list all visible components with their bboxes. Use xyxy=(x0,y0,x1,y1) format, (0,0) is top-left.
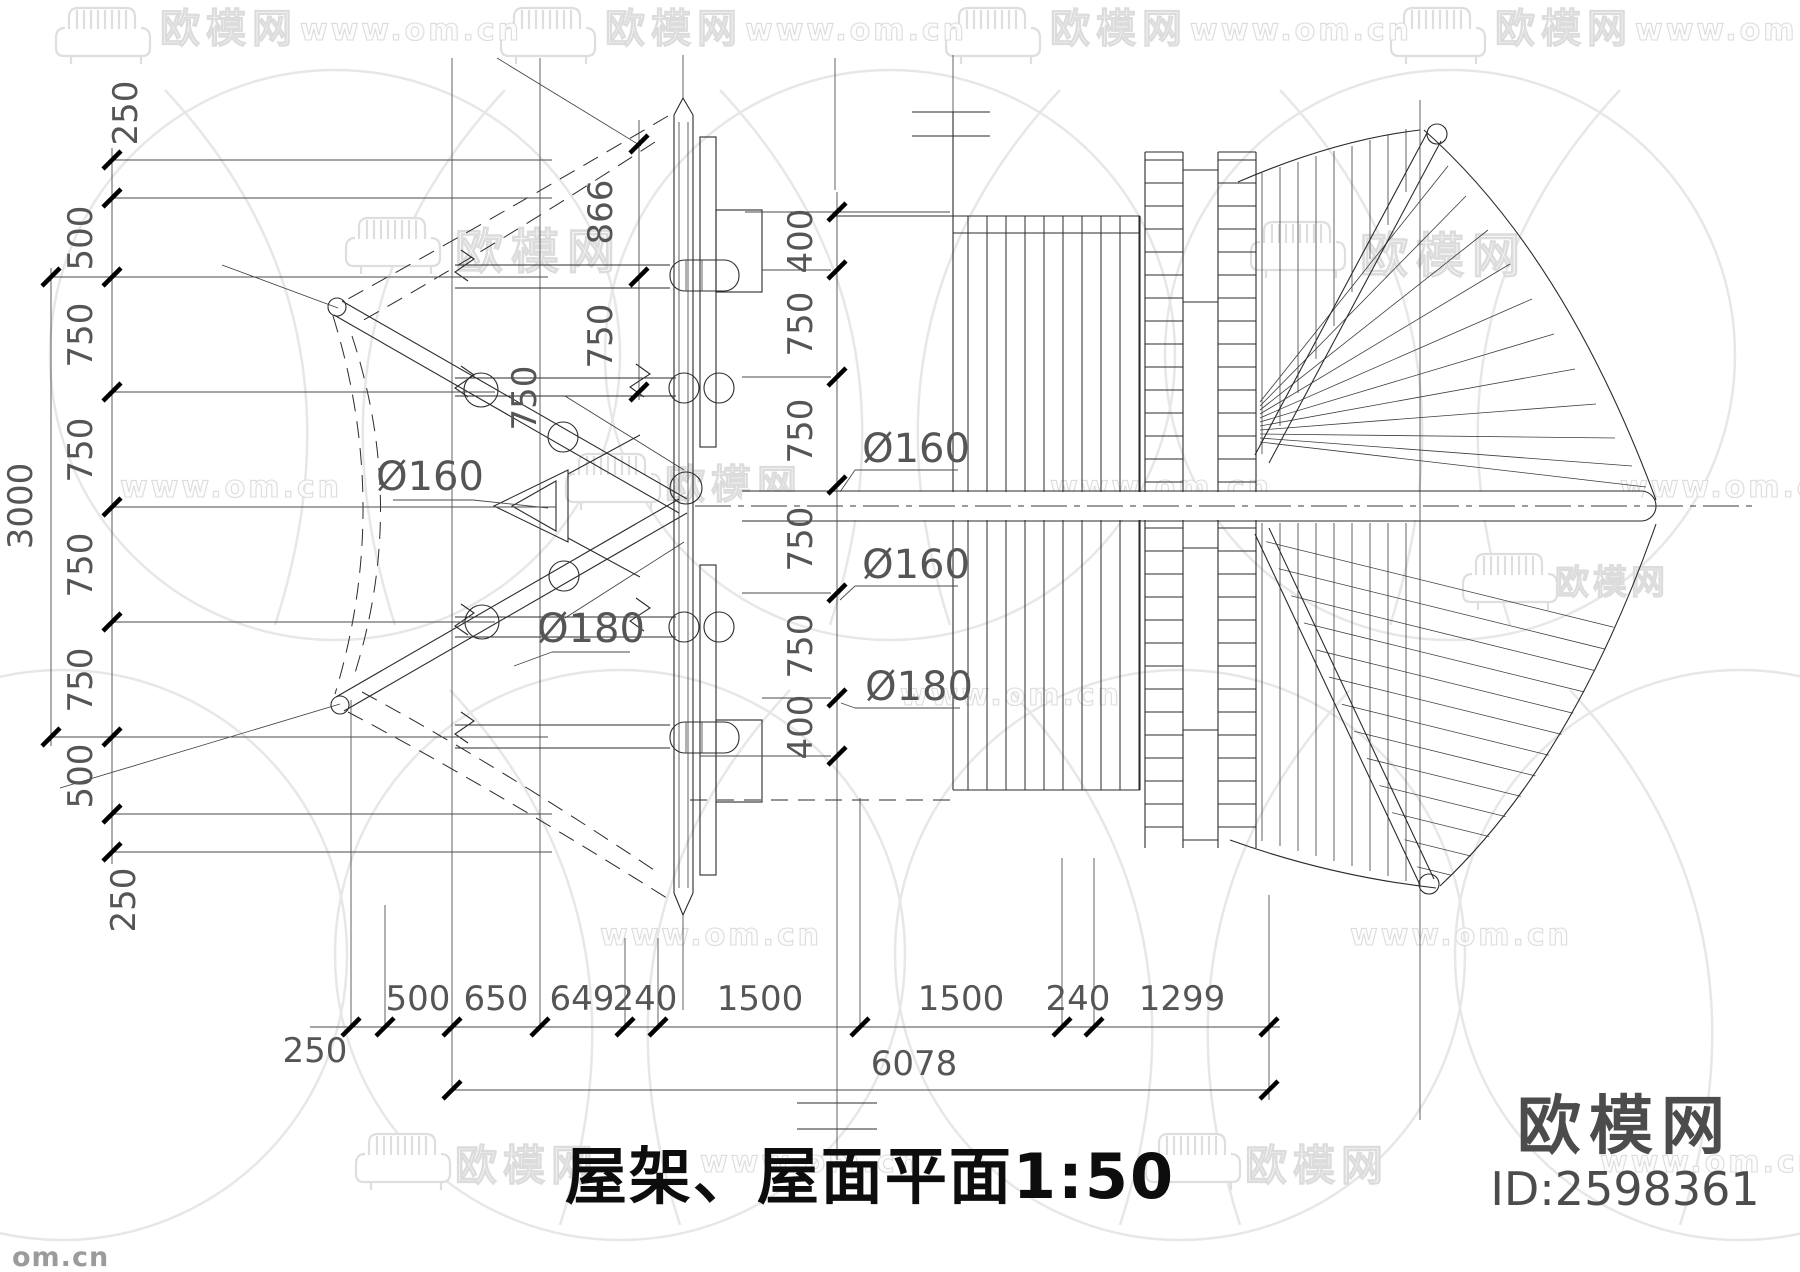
dim-label: 750 xyxy=(781,507,821,572)
url-watermark: www.om.cn xyxy=(700,1145,922,1180)
dim-label: 1500 xyxy=(717,979,804,1019)
dim-label: 650 xyxy=(464,979,529,1019)
drawing-title: 屋架、屋面平面1:50 xyxy=(565,1140,1175,1213)
url-watermark: www.om.cn xyxy=(1600,1145,1800,1180)
dim-label: 649 xyxy=(550,979,615,1019)
brand-watermark: 欧模网 xyxy=(1360,228,1528,284)
url-watermark: www.om.cn xyxy=(1620,470,1800,505)
brand-watermark: 欧模网 xyxy=(605,6,743,52)
brand-stamp-name: 欧模网 xyxy=(1517,1090,1733,1164)
dim-label: 250 xyxy=(106,81,146,146)
url-watermark: www.om.cn xyxy=(745,13,967,48)
dimension-layer: 250 500 750 750 750 750 500 250 3000 866… xyxy=(1,81,1280,1099)
watermark-circles xyxy=(0,68,1800,1242)
url-watermark: www.om.cn xyxy=(600,918,822,953)
corner-watermark: om.cn xyxy=(12,1242,109,1272)
hip-tip-bottom-right xyxy=(1418,873,1440,895)
watermark-layer: 欧模网 欧模网 欧模网 欧模网 www.om.cn www.om.cn www.… xyxy=(0,5,1800,1242)
extension-lines xyxy=(350,55,1421,1120)
dim-label: 750 xyxy=(61,418,101,483)
purlin-planks xyxy=(669,136,763,876)
roof-plan xyxy=(690,112,1756,895)
break-zigzags xyxy=(454,249,651,744)
dim-label: 500 xyxy=(386,979,451,1019)
brand-watermark: 欧模网 xyxy=(1495,6,1633,52)
dia-label: Ø160 xyxy=(862,542,970,588)
roof-ne-fan xyxy=(1259,165,1647,488)
dim-label: 500 xyxy=(61,744,101,809)
eave-dashed-curves xyxy=(332,115,671,901)
dim-label: 750 xyxy=(581,304,621,369)
brand-stamp-id: ID:2598361 xyxy=(1490,1162,1759,1216)
dim-left-chain: 250 500 750 750 750 750 500 250 3000 xyxy=(1,81,556,933)
dim-label: 750 xyxy=(505,366,545,431)
brand-watermark: 欧模网 xyxy=(1050,6,1188,52)
roof-bottom-sector xyxy=(1229,523,1437,889)
roof-hips xyxy=(1254,123,1448,895)
king-post-detail xyxy=(492,434,641,578)
dim-label: 400 xyxy=(781,695,821,760)
dia-label: Ø180 xyxy=(865,664,973,710)
dim-center-chain: 400 750 750 750 750 400 xyxy=(700,192,950,800)
dim-label: 750 xyxy=(61,303,101,368)
brand-watermark: 欧模网 xyxy=(1555,563,1669,603)
url-watermark: www.om.cn xyxy=(300,13,522,48)
dia-label: Ø160 xyxy=(862,426,970,472)
purlin-capsule-bottom xyxy=(669,721,740,754)
brand-stamp: 欧模网 ID:2598361 xyxy=(1490,1090,1759,1216)
dim-label: 750 xyxy=(61,533,101,598)
roof-eave-curves xyxy=(1423,129,1657,887)
dim-label: 240 xyxy=(613,979,678,1019)
url-watermark: www.om.cn xyxy=(1350,918,1572,953)
dim-label: 750 xyxy=(781,292,821,357)
dim-label-overall: 3000 xyxy=(1,463,41,550)
break-symbol-top xyxy=(912,111,990,137)
dim-label: 750 xyxy=(781,614,821,679)
url-watermark: www.om.cn xyxy=(1635,13,1800,48)
dim-label: 750 xyxy=(781,399,821,464)
brand-watermark: 欧模网 xyxy=(160,6,298,52)
dim-label: 1299 xyxy=(1139,979,1226,1019)
dia-label: Ø160 xyxy=(376,454,484,500)
hip-beams xyxy=(59,264,688,789)
dim-label: 866 xyxy=(581,180,621,245)
url-watermark: www.om.cn xyxy=(1190,13,1412,48)
hip-tip-upper-left xyxy=(327,297,347,317)
dim-label-overall: 6078 xyxy=(871,1044,958,1084)
dim-label: 500 xyxy=(61,206,101,271)
dim-label: 250 xyxy=(104,868,144,933)
dia-label: Ø180 xyxy=(537,606,645,652)
roof-top-sector xyxy=(1237,129,1421,454)
brand-watermark: 欧模网 xyxy=(1245,1141,1389,1190)
dim-label: 750 xyxy=(61,648,101,713)
dim-label: 400 xyxy=(781,209,821,274)
dim-upper-mid-chain: 866 750 750 xyxy=(505,120,648,430)
url-watermark: www.om.cn xyxy=(120,470,342,505)
diameter-callouts-left: Ø160 Ø180 xyxy=(376,454,645,667)
dim-label: 1500 xyxy=(918,979,1005,1019)
dim-label: 240 xyxy=(1046,979,1111,1019)
purlin-capsule-top xyxy=(669,259,740,292)
center-pole xyxy=(673,96,694,917)
diameter-callouts-right: Ø160 Ø160 Ø180 xyxy=(839,426,973,710)
dim-label: 250 xyxy=(283,1031,348,1071)
truss-plan xyxy=(59,96,763,917)
horizontal-hip-beam xyxy=(695,490,1756,522)
hip-tip-top-right xyxy=(1426,123,1448,145)
dim-bottom-chain: 250 500 650 649 240 1500 1500 240 1299 6… xyxy=(283,979,1280,1099)
brand-watermark: 欧模网 xyxy=(455,224,623,280)
hip-tip-lower-left xyxy=(330,695,350,715)
break-symbol-bottom xyxy=(797,800,877,1160)
brand-watermark: 欧模网 xyxy=(455,1141,599,1190)
